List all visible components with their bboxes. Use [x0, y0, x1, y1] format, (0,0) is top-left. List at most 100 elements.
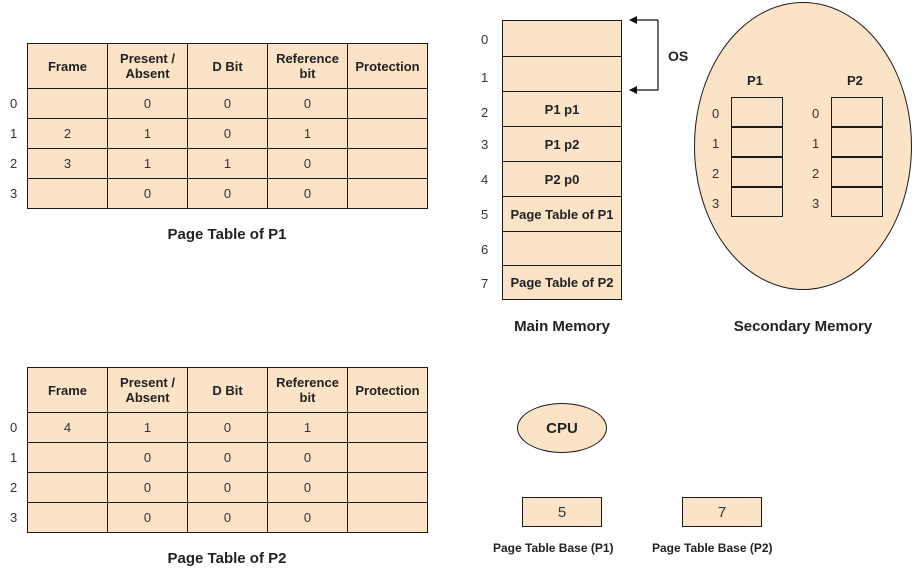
cell-dbit: 0 [187, 118, 268, 149]
page-table-base-p2-value: 7 [682, 497, 762, 527]
cell-dbit: 0 [187, 442, 268, 473]
cell-ref: 0 [267, 502, 348, 533]
memory-frame: P1 p1 [502, 91, 622, 127]
cell-protection [347, 502, 428, 533]
p2-table: Frame Present / Absent D Bit Reference b… [27, 367, 428, 533]
cell-ref: 0 [267, 148, 348, 179]
p1-table-caption: Page Table of P1 [167, 226, 287, 243]
p1-page-index: 1 [712, 136, 720, 151]
os-bracket-arrows [629, 16, 659, 94]
cell-protection [347, 472, 428, 503]
cell-present: 0 [107, 502, 188, 533]
cell-dbit: 0 [187, 412, 268, 443]
col-header-present: Present / Absent [107, 43, 188, 89]
table-row: 2 1 0 1 [27, 118, 428, 149]
table-row: 0 0 0 [27, 442, 428, 473]
memory-frame [502, 20, 622, 57]
table-row: 0 0 0 [27, 472, 428, 503]
memory-frame: Page Table of P2 [502, 265, 622, 300]
cell-frame: 2 [27, 118, 108, 149]
p1-label: P1 [747, 73, 763, 88]
cell-present: 1 [107, 118, 188, 149]
page-table-base-p1-label: Page Table Base (P1) [493, 541, 614, 555]
memory-frame: Page Table of P1 [502, 196, 622, 232]
cell-frame [27, 472, 108, 503]
main-memory-caption: Main Memory [514, 318, 610, 335]
col-header-frame: Frame [27, 43, 108, 89]
p2-page-cell [831, 187, 883, 217]
cell-ref: 1 [267, 118, 348, 149]
cell-frame: 3 [27, 148, 108, 179]
frame-index: 6 [481, 242, 489, 257]
cell-ref: 0 [267, 178, 348, 209]
col-header-present: Present / Absent [107, 367, 188, 413]
memory-frame: P2 p0 [502, 161, 622, 197]
p1-page-cell [731, 97, 783, 127]
frame-index: 0 [481, 32, 489, 47]
cell-protection [347, 178, 428, 209]
cell-frame [27, 442, 108, 473]
memory-frame: P1 p2 [502, 126, 622, 162]
p2-label: P2 [847, 73, 863, 88]
p2-row-index: 1 [10, 450, 18, 465]
col-header-reference: Reference bit [267, 43, 348, 89]
p2-row-index: 0 [10, 420, 18, 435]
cell-frame [27, 178, 108, 209]
p1-table: Frame Present / Absent D Bit Reference b… [27, 43, 428, 209]
page-table-base-p1-value: 5 [522, 497, 602, 527]
cell-protection [347, 442, 428, 473]
cell-dbit: 0 [187, 88, 268, 119]
p1-page-index: 2 [712, 166, 720, 181]
p1-row-index: 3 [10, 186, 18, 201]
p2-row-index: 2 [10, 480, 18, 495]
col-header-frame: Frame [27, 367, 108, 413]
p1-page-index: 3 [712, 196, 720, 211]
col-header-dbit: D Bit [187, 43, 268, 89]
p1-row-index: 0 [10, 96, 18, 111]
col-header-protection: Protection [347, 367, 428, 413]
memory-frame [502, 231, 622, 266]
table-row: 3 1 1 0 [27, 148, 428, 179]
p1-page-index: 0 [712, 106, 720, 121]
cell-frame: 4 [27, 412, 108, 443]
p2-page-index: 3 [812, 196, 820, 211]
p2-page-index: 2 [812, 166, 820, 181]
frame-index: 7 [481, 276, 489, 291]
p2-page-cell [831, 97, 883, 127]
os-label: OS [668, 48, 689, 64]
page-table-base-p2-label: Page Table Base (P2) [652, 541, 773, 555]
cell-ref: 1 [267, 412, 348, 443]
cell-ref: 0 [267, 88, 348, 119]
frame-index: 3 [481, 137, 489, 152]
memory-frame [502, 56, 622, 92]
p2-page-cell [831, 157, 883, 187]
cell-dbit: 0 [187, 178, 268, 209]
cell-ref: 0 [267, 472, 348, 503]
cell-dbit: 1 [187, 148, 268, 179]
cell-protection [347, 118, 428, 149]
cell-present: 1 [107, 148, 188, 179]
cpu: CPU [517, 403, 607, 453]
cell-protection [347, 88, 428, 119]
cell-protection [347, 148, 428, 179]
p2-table-caption: Page Table of P2 [167, 550, 287, 567]
cell-present: 0 [107, 88, 188, 119]
cell-ref: 0 [267, 442, 348, 473]
p1-row-index: 1 [10, 126, 18, 141]
p1-page-cell [731, 187, 783, 217]
cell-present: 0 [107, 178, 188, 209]
p1-page-cell [731, 157, 783, 187]
table-row: 4 1 0 1 [27, 412, 428, 443]
frame-index: 2 [481, 105, 489, 120]
col-header-dbit: D Bit [187, 367, 268, 413]
cell-dbit: 0 [187, 472, 268, 503]
table-row: 0 0 0 [27, 88, 428, 119]
cell-frame [27, 502, 108, 533]
cell-present: 1 [107, 412, 188, 443]
p2-page-index: 0 [812, 106, 820, 121]
p2-page-cell [831, 127, 883, 157]
col-header-reference: Reference bit [267, 367, 348, 413]
cell-protection [347, 412, 428, 443]
p2-page-index: 1 [812, 136, 820, 151]
p2-row-index: 3 [10, 510, 18, 525]
